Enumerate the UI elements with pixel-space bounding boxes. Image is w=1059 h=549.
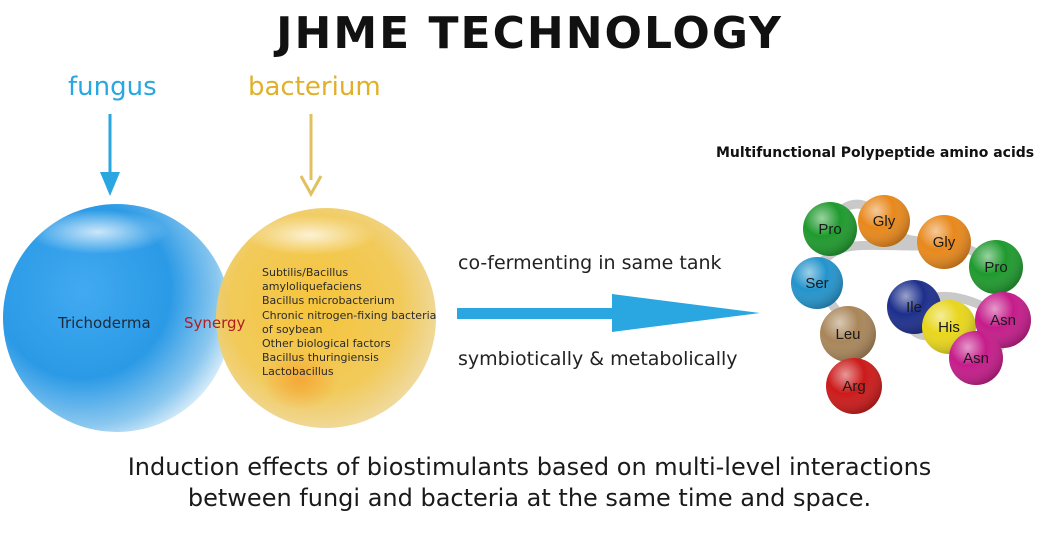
fungus-sphere	[3, 204, 231, 432]
amino-acid-bead-pro: Pro	[803, 202, 857, 256]
bacteria-item: Other biological factors	[262, 337, 391, 351]
fungus-arrow	[100, 114, 120, 196]
trichoderma-label: Trichoderma	[58, 314, 151, 332]
amino-acid-label: His	[938, 319, 960, 336]
bacteria-item: Bacillus thuringiensis	[262, 351, 379, 365]
bacteria-list: Subtilis/Bacillus amyloliquefaciens Baci…	[262, 266, 436, 380]
synergy-label: Synergy	[184, 314, 246, 332]
page-title: JHME TECHNOLOGY	[276, 8, 783, 59]
caption-line: Induction effects of biostimulants based…	[127, 453, 932, 481]
amino-acid-label: Pro	[818, 221, 841, 238]
amino-acid-bead-gly: Gly	[858, 195, 910, 247]
process-label-top: co-fermenting in same tank	[458, 252, 722, 274]
amino-acid-label: Leu	[835, 326, 860, 343]
amino-acid-bead-pro: Pro	[969, 240, 1023, 294]
bacteria-item: amyloliquefaciens	[262, 280, 362, 294]
bacteria-item: Bacillus microbacterium	[262, 294, 395, 308]
amino-acid-label: Arg	[842, 378, 865, 395]
amino-acid-bead-ser: Ser	[791, 257, 843, 309]
bacteria-sphere	[216, 208, 436, 428]
amino-acid-label: Pro	[984, 259, 1007, 276]
caption-line: between fungi and bacteria at the same t…	[187, 484, 872, 512]
process-label-bottom: symbiotically & metabolically	[458, 348, 738, 370]
caption: Induction effects of biostimulants based…	[0, 452, 1059, 514]
process-arrow	[457, 294, 760, 332]
bacteria-item: Subtilis/Bacillus	[262, 266, 349, 279]
amino-acid-bead-gly: Gly	[917, 215, 971, 269]
bacterium-arrow	[299, 114, 323, 198]
bacteria-item: Lactobacillus	[262, 365, 334, 379]
amino-acid-label: Gly	[873, 213, 896, 230]
amino-acid-label: Ser	[805, 275, 828, 292]
fungus-label: fungus	[68, 72, 157, 102]
polypeptide-title: Multifunctional Polypeptide amino acids	[716, 145, 1035, 161]
bacteria-item: of soybean	[262, 322, 323, 336]
bacterium-label: bacterium	[248, 72, 381, 102]
amino-acid-bead-asn: Asn	[975, 292, 1031, 348]
amino-acid-label: Ile	[906, 299, 922, 316]
amino-acid-label: Asn	[990, 312, 1016, 329]
bacteria-item: Chronic nitrogen-fixing bacteria	[262, 308, 437, 322]
amino-acid-bead-leu: Leu	[820, 306, 876, 362]
amino-acid-bead-asn: Asn	[949, 331, 1003, 385]
amino-acid-label: Asn	[963, 350, 989, 367]
amino-acid-label: Gly	[933, 234, 956, 251]
amino-acid-bead-arg: Arg	[826, 358, 882, 414]
